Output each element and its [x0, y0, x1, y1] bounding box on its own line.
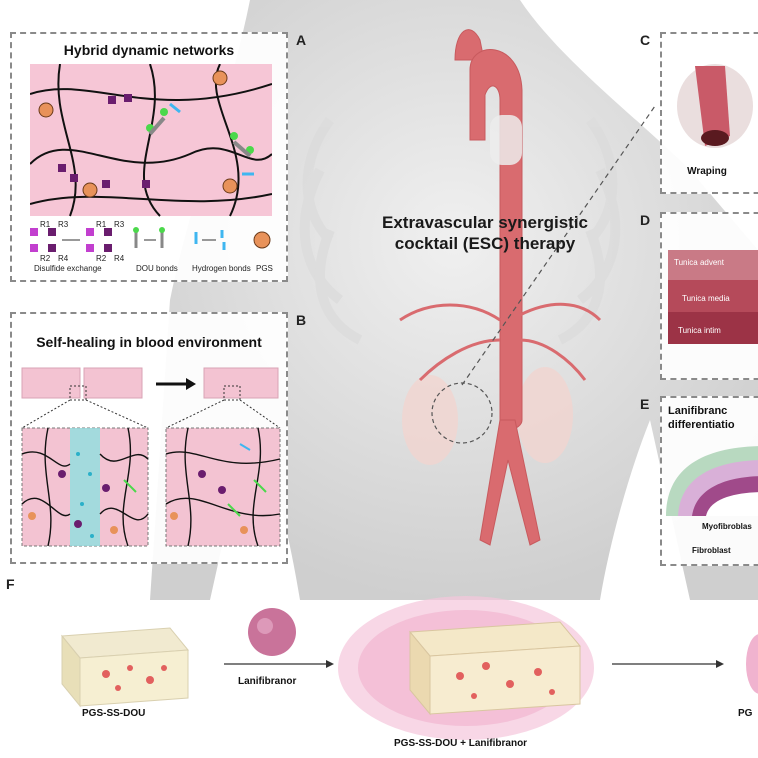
network-diagram	[30, 64, 272, 217]
center-title-line2: cocktail (ESC) therapy	[394, 234, 576, 253]
legend-r3-left: R3	[58, 220, 69, 229]
center-title-line1: Extravascular synergistic	[381, 213, 588, 232]
legend-disulfide-label: Disulfide exchange	[34, 264, 102, 273]
legend-r2-left: R2	[40, 254, 51, 263]
self-healing-diagram	[21, 367, 281, 547]
hydrogel-block-1	[61, 627, 189, 708]
layer-media-label: Tunica media	[682, 294, 730, 303]
legend-r1-left: R1	[40, 220, 51, 229]
panel-e-letter: E	[640, 396, 650, 412]
legend-r1-right: R1	[96, 220, 107, 229]
panel-f-letter: F	[6, 576, 15, 592]
pgs-label-cut: PG	[738, 708, 753, 719]
panel-a-letter: A	[296, 32, 307, 48]
panel-a-title: Hybrid dynamic networks	[63, 42, 235, 58]
panel-f-process	[61, 596, 758, 740]
legend-hydrogen-label: Hydrogen bonds	[192, 264, 251, 273]
pgs-ss-dou-label: PGS-SS-DOU	[82, 708, 146, 719]
panel-e: Lanifibranc differentiatio Myofibroblas …	[660, 396, 758, 566]
legend-r4-right: R4	[114, 254, 125, 263]
panel-a: Hybrid dynamic networks	[10, 32, 288, 282]
panel-e-title-line1: Lanifibranc	[668, 405, 728, 417]
myofibroblast-label: Myofibroblas	[702, 522, 752, 531]
wrap-sleeve	[490, 115, 522, 165]
combined-label: PGS-SS-DOU + Lanifibranor	[394, 738, 528, 749]
layer-intima-label: Tunica intim	[678, 326, 721, 335]
panel-b: Self-healing in blood environment	[10, 312, 288, 564]
vessel-wrap-icon	[677, 64, 753, 148]
cell-differentiation-image	[666, 446, 758, 516]
panel-b-letter: B	[296, 312, 307, 328]
legend-pgs-label: PGS	[256, 264, 273, 273]
network-legend-icons	[30, 227, 271, 252]
panel-e-title: Lanifibranc differentiatio	[668, 404, 735, 432]
lanifibranor-label: Lanifibranor	[238, 676, 297, 687]
legend-r2-right: R2	[96, 254, 107, 263]
panel-e-title-line2: differentiatio	[668, 419, 735, 431]
panel-c: Wraping	[660, 32, 758, 194]
center-title: Extravascular synergistic cocktail (ESC)…	[360, 212, 610, 254]
legend-r3-right: R3	[114, 220, 125, 229]
legend-dou-label: DOU bonds	[136, 264, 178, 273]
panel-c-caption: Wraping	[687, 166, 727, 177]
panel-b-title: Self-healing in blood environment	[36, 334, 262, 350]
human-torso-illustration	[150, 0, 758, 600]
panel-c-letter: C	[640, 32, 651, 48]
vessel-layers-image	[668, 250, 758, 344]
fibroblast-label: Fibroblast	[692, 546, 731, 555]
panel-d: Tunica advent Tunica media Tunica intim	[660, 212, 758, 380]
panel-d-letter: D	[640, 212, 651, 228]
layer-adventitia-label: Tunica advent	[674, 258, 724, 267]
legend-r4-left: R4	[58, 254, 69, 263]
